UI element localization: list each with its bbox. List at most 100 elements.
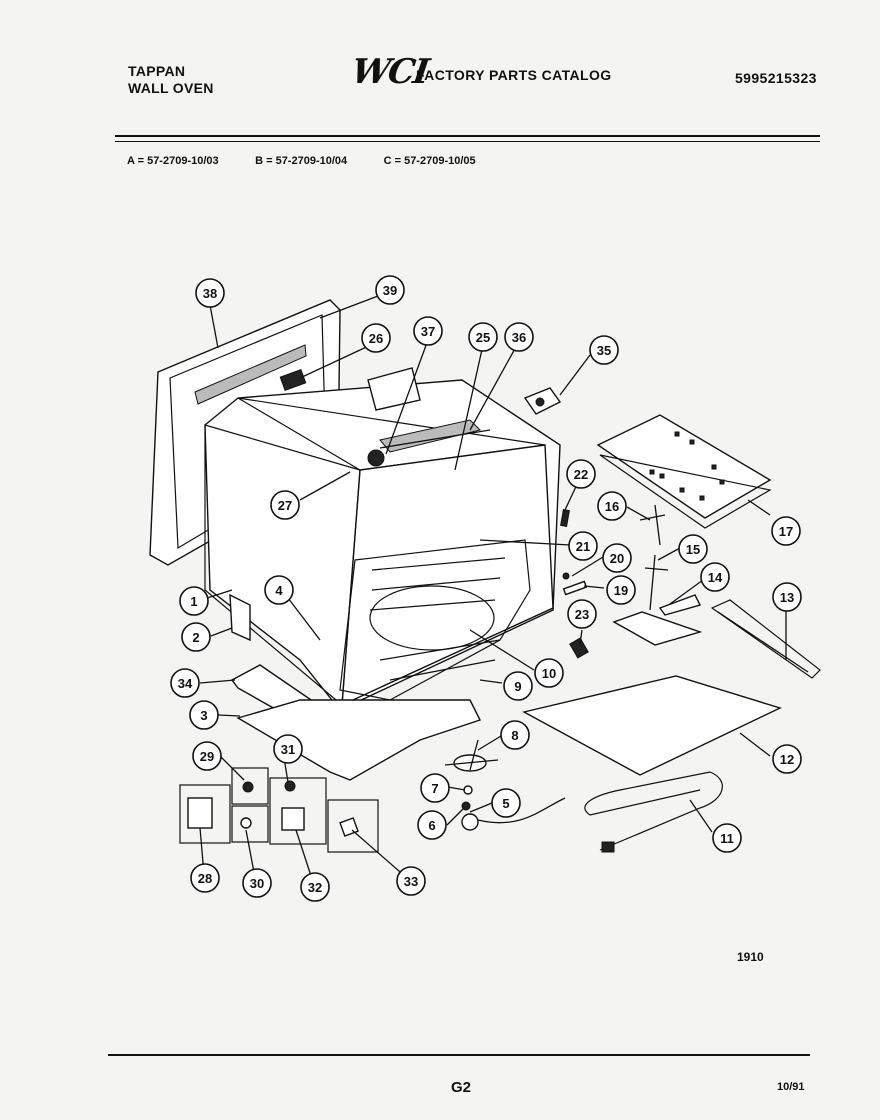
svg-text:11: 11 [720,831,734,846]
svg-text:8: 8 [511,728,518,743]
callout-6: 6 [417,810,447,840]
svg-text:22: 22 [574,467,588,482]
callout-5: 5 [491,788,521,818]
callout-25: 25 [468,322,498,352]
callout-22: 22 [566,459,596,489]
callout-37: 37 [413,316,443,346]
svg-text:6: 6 [428,818,435,833]
svg-text:3: 3 [200,708,207,723]
bake-element [584,771,723,853]
svg-text:15: 15 [686,542,700,557]
header-rule-thin [115,141,820,142]
svg-text:13: 13 [780,590,794,605]
callout-10: 10 [534,658,564,688]
svg-text:12: 12 [780,752,794,767]
callout-9: 9 [503,671,533,701]
product-name: WALL OVEN [128,80,214,96]
callout-3: 3 [189,700,219,730]
svg-text:31: 31 [281,742,295,757]
callout-36: 36 [504,322,534,352]
svg-text:17: 17 [779,524,793,539]
callout-13: 13 [772,582,802,612]
oven-bottom-plate [522,675,782,776]
figure-number: 1910 [737,950,764,964]
heating-element [710,599,821,679]
callout-38: 38 [195,278,225,308]
callout-27: 27 [270,490,300,520]
callout-12: 12 [772,744,802,774]
svg-text:10: 10 [542,666,556,681]
svg-text:35: 35 [597,343,611,358]
callouts: 38 39 26 37 25 36 35 22 16 17 27 21 20 1… [170,275,802,902]
callout-33: 33 [396,866,426,896]
svg-text:36: 36 [512,330,526,345]
revision-date: 10/91 [777,1081,805,1093]
callout-16: 16 [597,491,627,521]
footer-rule [108,1054,810,1056]
callout-28: 28 [190,863,220,893]
svg-text:5: 5 [502,796,509,811]
callout-23: 23 [567,599,597,629]
callout-14: 14 [700,562,730,592]
switch-part [523,387,562,415]
svg-text:29: 29 [200,749,214,764]
model-a: A = 57-2709-10/03 [127,155,219,167]
callout-35: 35 [589,335,619,365]
catalog-number: 5995215323 [735,70,817,86]
svg-text:28: 28 [198,871,212,886]
callout-17: 17 [771,516,801,546]
small-fasteners [560,509,589,659]
svg-text:23: 23 [575,607,589,622]
callout-34: 34 [170,668,200,698]
svg-text:2: 2 [192,630,199,645]
callout-29: 29 [192,741,222,771]
svg-text:9: 9 [514,679,521,694]
callout-8: 8 [500,720,530,750]
svg-text:34: 34 [178,676,193,691]
callout-32: 32 [300,872,330,902]
callout-30: 30 [242,868,272,898]
callout-15: 15 [678,534,708,564]
callout-21: 21 [568,531,598,561]
svg-text:21: 21 [576,539,590,554]
callout-39: 39 [375,275,405,305]
callout-26: 26 [361,323,391,353]
svg-text:26: 26 [369,331,383,346]
svg-text:14: 14 [708,570,723,585]
svg-text:39: 39 [383,283,397,298]
callout-2: 2 [181,622,211,652]
svg-text:16: 16 [605,499,619,514]
svg-text:19: 19 [614,583,628,598]
callout-19: 19 [606,575,636,605]
bottom-rail [229,593,481,781]
boxed-parts [179,767,379,853]
brand-name: TAPPAN [128,63,186,79]
svg-text:27: 27 [278,498,292,513]
svg-text:33: 33 [404,874,418,889]
model-b: B = 57-2709-10/04 [255,155,348,167]
svg-text:30: 30 [250,876,264,891]
callout-31: 31 [273,734,303,764]
svg-text:7: 7 [431,781,438,796]
svg-text:38: 38 [203,286,217,301]
catalog-title: FACTORY PARTS CATALOG [416,67,612,83]
svg-text:32: 32 [308,880,322,895]
svg-text:4: 4 [275,583,283,598]
oven-cavity [204,367,561,711]
callout-7: 7 [420,773,450,803]
model-list: A = 57-2709-10/03 B = 57-2709-10/04 C = … [127,151,508,169]
header-rule [115,135,820,137]
svg-text:20: 20 [610,551,624,566]
model-c: C = 57-2709-10/05 [383,155,476,167]
bracket-assembly [612,504,703,646]
page-number: G2 [451,1079,472,1096]
control-board [596,414,772,529]
svg-text:25: 25 [476,330,490,345]
svg-text:37: 37 [421,324,435,339]
callout-11: 11 [712,823,742,853]
callout-20: 20 [602,543,632,573]
callout-1: 1 [179,586,209,616]
svg-text:1: 1 [190,594,197,609]
callout-4: 4 [264,575,294,605]
